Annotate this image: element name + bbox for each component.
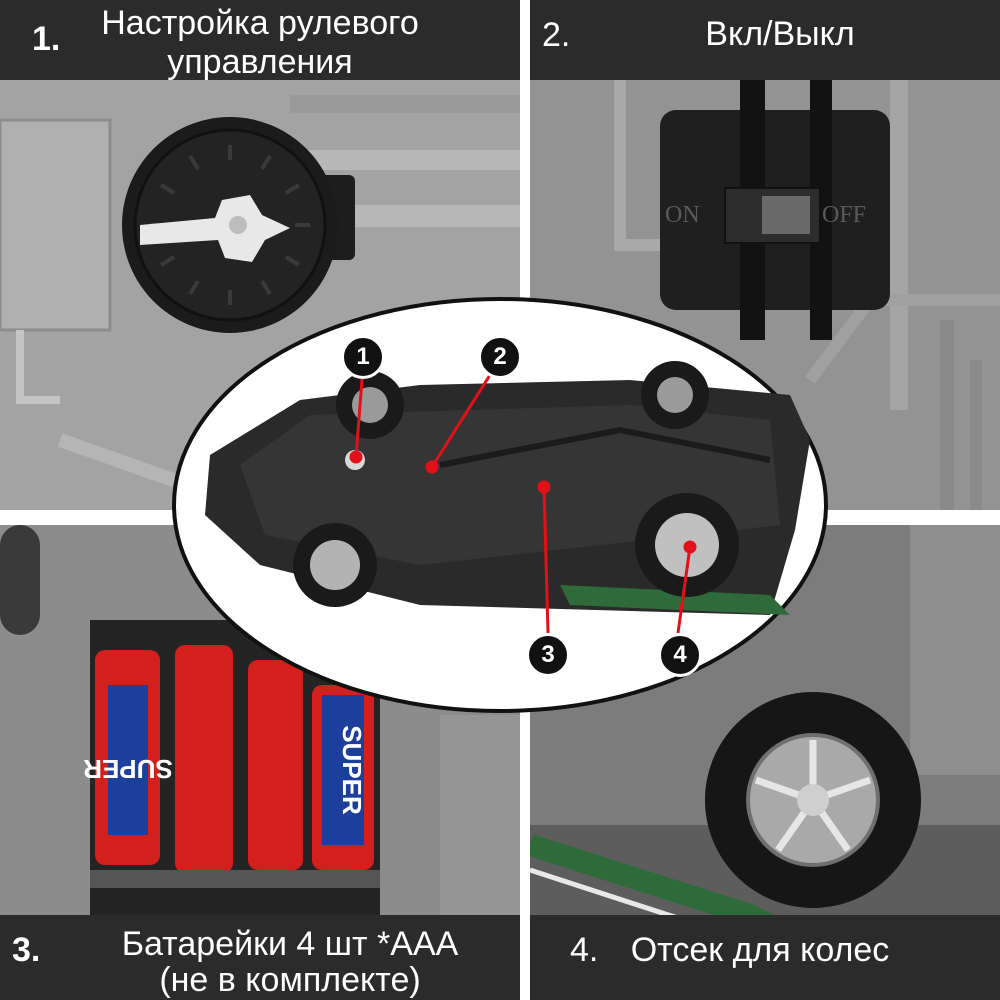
callout-marker-1: 1 xyxy=(341,335,385,379)
panel-title-1-line2: управления xyxy=(167,43,353,81)
panel-title-3-line2: (не в комплекте) xyxy=(159,961,421,999)
battery-brand-1: SUPER xyxy=(83,754,173,784)
panel-title-4: Отсек для колес xyxy=(630,931,890,969)
label-bar-power: 2. Вкл/Выкл xyxy=(530,0,1000,80)
panel-number-3: 3. xyxy=(12,931,41,969)
panel-number-4: 4. xyxy=(570,931,599,969)
switch-off-label: OFF xyxy=(822,202,866,228)
panel-title-1-line1: Настройка рулевого xyxy=(101,4,419,42)
leader-lines xyxy=(349,366,697,634)
label-bar-steering: 1. Настройка рулевого управления xyxy=(0,0,520,80)
switch-on-label: ON xyxy=(665,202,700,228)
callout-marker-3: 3 xyxy=(526,633,570,677)
panel-steering-trim xyxy=(0,0,520,510)
panel-title-3-line1: Батарейки 4 шт *AAA xyxy=(121,925,459,963)
callout-marker-4: 4 xyxy=(658,633,702,677)
panel-title-2: Вкл/Выкл xyxy=(705,15,855,53)
label-bar-wheels: 4. Отсек для колес xyxy=(530,915,1000,1000)
label-bar-batteries: 3. Батарейки 4 шт *AAA (не в комплекте) xyxy=(0,915,520,1000)
panel-number-2: 2. xyxy=(542,16,571,54)
panel-number-1: 1. xyxy=(32,20,61,58)
callout-marker-2: 2 xyxy=(478,335,522,379)
car-underside-photo xyxy=(172,297,828,713)
steering-trim-photo xyxy=(0,80,520,510)
battery-group: SUPER SUPER xyxy=(83,645,374,873)
car-underside-callout: 1 2 3 4 xyxy=(170,295,830,715)
battery-brand-2: SUPER xyxy=(337,725,367,815)
